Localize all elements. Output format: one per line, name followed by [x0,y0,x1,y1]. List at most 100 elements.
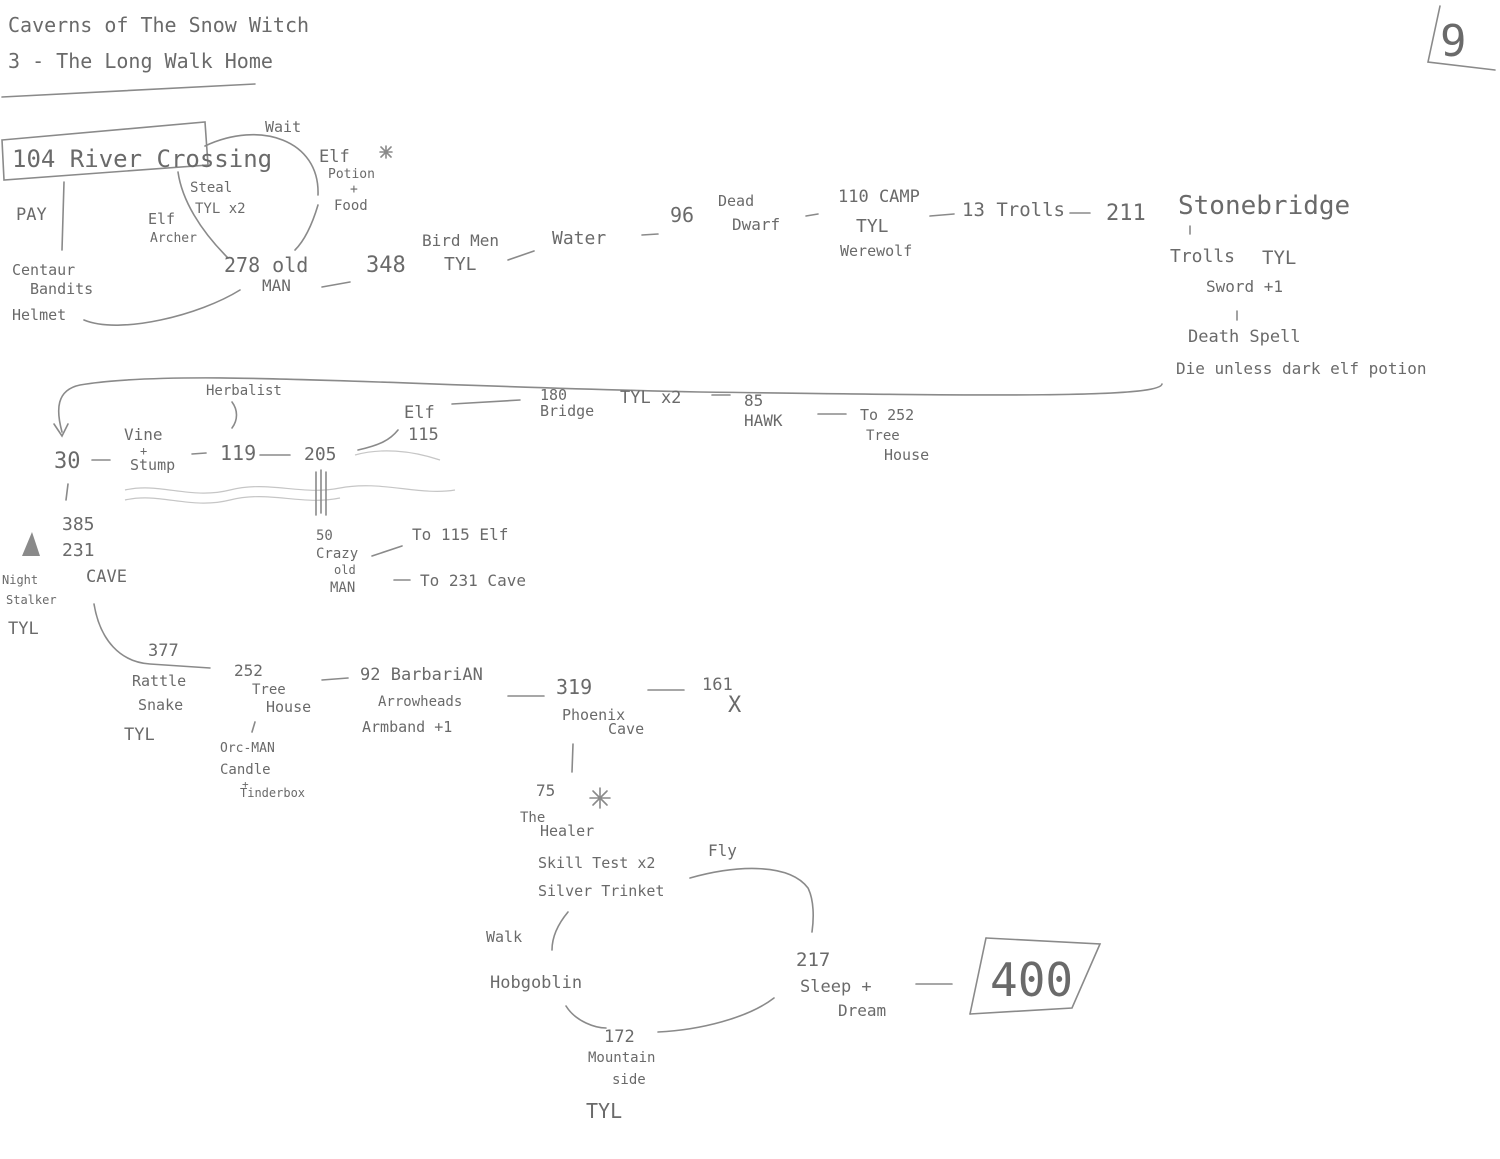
ending-box [969,937,1102,1015]
healer-skill-test: Skill Test x2 [538,854,655,872]
node-119: 119 [220,441,256,465]
elf-potion-1: Elf [319,147,350,167]
node-180-bridge: Bridge [540,402,594,420]
edge-water-96 [641,233,659,236]
node-278: 278 old [224,253,308,277]
node-211: 211 [1106,201,1146,226]
edge-wait [204,133,319,196]
elf-archer-1: Elf [148,210,175,228]
node-161: 161 [702,675,733,695]
node-231-cave: CAVE [86,567,127,587]
to-252-3: House [884,446,929,464]
bird-men: Bird Men [422,231,499,250]
edge-110-13 [929,213,955,217]
node-217-dream: Dream [838,1001,886,1020]
edge-252-orcman [251,721,256,733]
edge-vine-119 [191,452,207,455]
healer-the: The [520,810,545,826]
healer-name: Healer [540,822,594,840]
night-stalker-1: Night [2,573,38,587]
rattle-2: Snake [138,696,183,714]
dead-dwarf-2: Dwarf [732,215,780,234]
node-319: 319 [556,675,592,699]
star-mark-healer [589,787,611,809]
steal-1: Steal [190,180,232,196]
node-92: 92 BarbariAN [360,665,483,685]
sb-sword: Sword +1 [1206,277,1283,296]
node-85: 85 [744,391,763,410]
water: Water [552,228,606,249]
elf-potion-3: + [350,182,358,197]
edge-steal [177,171,229,259]
label-wait: Wait [265,118,301,136]
node-92-armband: Armband +1 [362,718,452,736]
node-172: 172 [604,1027,635,1047]
node-319-cave: Cave [608,720,644,738]
dead-end-mark: X [728,693,742,718]
edge-elf-180 [451,399,521,405]
elf-potion-4: Food [334,198,368,214]
steal-2: TYL x2 [195,201,246,217]
sb-die-unless: Die unless dark elf potion [1176,359,1426,378]
orcman-4: Tinderbox [240,786,305,800]
river-line-3 [354,450,441,461]
edge-205-elf [357,429,399,451]
node-180: 180 [540,386,567,404]
node-252: 252 [234,661,263,680]
herbalist: Herbalist [206,383,282,399]
centaur-1: Centaur [12,261,75,279]
title-line-1: Caverns of The Snow Witch [8,13,309,37]
node-377: 377 [148,641,179,661]
node-385: 385 [62,514,95,535]
title-line-2: 3 - The Long Walk Home [8,49,273,73]
edge-172-217 [657,997,775,1033]
node-252-tree: Tree [252,682,286,698]
arrow-head-30 [53,423,69,438]
river-crossing-box [1,121,209,181]
river-line-2 [124,496,341,504]
page-number-box [1427,5,1496,71]
elf-archer-2: Archer [150,231,197,246]
sb-tyl: TYL [1262,247,1296,269]
edge-278-348 [321,281,351,288]
vine-2: + [140,444,147,458]
elf-potion-2: Potion [328,167,375,182]
healer-silver-trinket: Silver Trinket [538,882,664,900]
river-line-1 [124,485,456,494]
edge-centaur-oldman [83,289,241,326]
edge-252-92 [321,677,349,681]
night-stalker-2: Stalker [6,593,57,607]
centaur-3: Helmet [12,306,66,324]
node-252-house: House [266,698,311,716]
label-walk: Walk [486,928,522,946]
edge-walk [551,911,569,951]
vine-1: Vine [124,425,163,444]
node-217-sleep: Sleep + [800,977,872,997]
sb-trolls: Trolls [1170,246,1235,267]
orcman-3: + [242,778,249,791]
edge-231-377 [93,603,211,669]
node-172-mountain: Mountain [588,1050,655,1066]
to-231-cave: To 231 Cave [420,571,526,590]
star-mark [379,145,393,159]
node-110: 110 CAMP [838,187,920,207]
node-205: 205 [304,444,337,465]
centaur-2: Bandits [30,280,93,298]
bridge-posts [315,469,327,516]
node-75: 75 [536,781,555,800]
node-hobgoblin: Hobgoblin [490,973,582,993]
edge-30-385 [65,483,69,501]
node-13: 13 Trolls [962,199,1065,221]
rattle-1: Rattle [132,672,186,690]
node-30: 30 [54,449,81,474]
crazy-2: old [334,563,356,577]
node-stonebridge: Stonebridge [1178,191,1350,221]
vine-3: Stump [130,456,175,474]
label-fly: Fly [708,841,737,860]
edge-hobgoblin-172 [565,1005,607,1029]
rattle-3: TYL [124,725,155,745]
node-348: 348 [366,253,406,278]
node-319-phoenix: Phoenix [562,706,625,724]
